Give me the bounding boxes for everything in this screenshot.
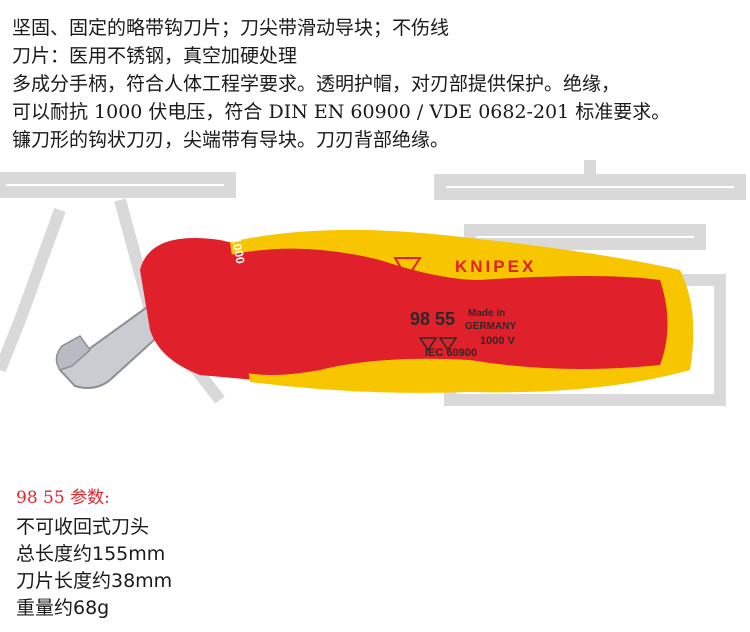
cable-knife-illustration: 1000 KNIPEX 98 55 Made in GERMANY 1000 V…	[0, 160, 746, 406]
model-number: 98 55	[410, 309, 455, 329]
description-line: 可以耐抗 1000 伏电压，符合 DIN EN 60900 / VDE 0682…	[12, 101, 671, 123]
brand-label: KNIPEX	[455, 257, 536, 276]
description-line: 镰刀形的钩状刀刃，尖端带有导块。刀刃背部绝缘。	[12, 129, 450, 151]
description-line: 多成分手柄，符合人体工程学要求。透明护帽，对刃部提供保护。绝缘，	[12, 73, 621, 95]
specs-title: 98 55 参数:	[16, 488, 110, 508]
voltage-label: 1000 V	[480, 335, 516, 347]
description: 坚固、固定的略带钩刀片；刀尖带滑动导块；不伤线 刀片：医用不锈钢，真空加硬处理 …	[12, 14, 742, 154]
standard-label: IEC 60900	[425, 347, 477, 359]
specs-list: 不可收回式刀头 总长度约155mm 刀片长度约38mm 重量约68g	[16, 514, 716, 622]
description-line: 坚固、固定的略带钩刀片；刀尖带滑动导块；不伤线	[12, 17, 450, 39]
list-item: 不可收回式刀头	[16, 516, 150, 538]
made-in-label: Made in	[468, 308, 505, 319]
handle-red	[230, 248, 668, 375]
tip-mark-text: 1000	[229, 236, 247, 265]
double-triangle-icon	[418, 337, 458, 352]
list-item: 刀片长度约38mm	[16, 570, 173, 592]
insulation-triangle-icon	[393, 257, 422, 280]
specs-section: 98 55 参数: 不可收回式刀头 总长度约155mm 刀片长度约38mm 重量…	[16, 486, 716, 622]
handle-front	[140, 238, 255, 380]
list-item: 重量约68g	[16, 597, 110, 619]
product-image: 1000 KNIPEX 98 55 Made in GERMANY 1000 V…	[0, 160, 750, 480]
blade	[55, 303, 167, 389]
description-line: 刀片：医用不锈钢，真空加硬处理	[12, 45, 298, 67]
list-item: 总长度约155mm	[16, 543, 166, 565]
country-label: GERMANY	[465, 321, 516, 332]
